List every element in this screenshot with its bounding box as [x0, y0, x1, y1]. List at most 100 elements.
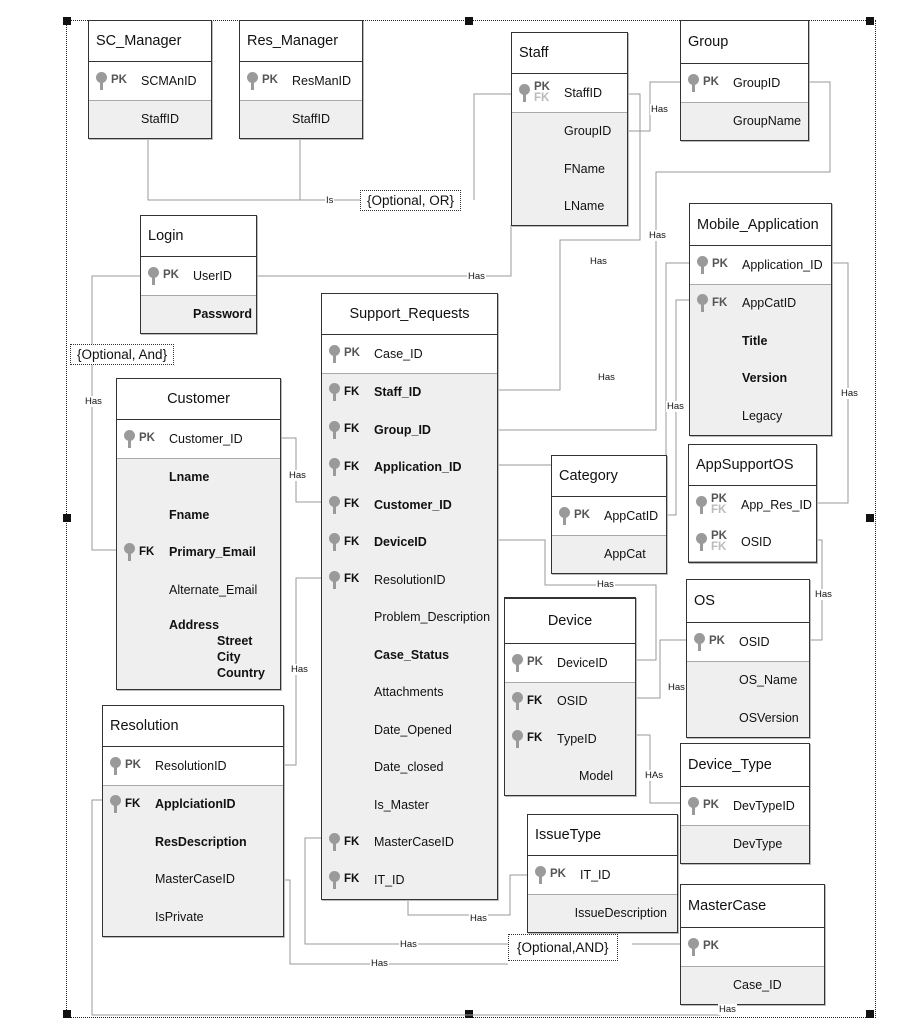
table-title: AppSupportOS — [689, 445, 816, 486]
field-resolutionid: ResolutionID — [155, 758, 227, 773]
key-icon — [95, 71, 109, 90]
resize-handle-sw[interactable] — [63, 1010, 71, 1018]
field-lname: LName — [564, 199, 605, 214]
field-street: Street — [217, 633, 253, 648]
rel-label-has: Has — [370, 958, 389, 969]
table-title: Device_Type — [681, 744, 809, 787]
resize-handle-w[interactable] — [63, 514, 71, 522]
key-icon — [109, 795, 123, 814]
table-title: Login — [141, 216, 256, 257]
resize-handle-e[interactable] — [866, 514, 874, 522]
field-deviceid: DeviceID — [557, 655, 608, 670]
table-title: Customer — [117, 379, 280, 420]
field-version: Version — [742, 371, 788, 386]
field-osid: OSID — [557, 694, 588, 709]
rel-label-has: Has — [650, 104, 669, 115]
key-icon — [558, 506, 572, 525]
field-staffid: StaffID — [564, 85, 602, 100]
rel-label-has: Has — [648, 230, 667, 241]
field-staffid: StaffID — [141, 112, 179, 127]
resize-handle-ne[interactable] — [866, 17, 874, 25]
field-application-id: Application_ID — [374, 460, 462, 475]
key-icon — [687, 796, 701, 815]
field-legacy: Legacy — [742, 408, 783, 423]
field-mastercaseid: MasterCaseID — [155, 872, 235, 887]
field-it-id: IT_ID — [374, 872, 405, 887]
rel-label-has: Has — [596, 579, 615, 590]
field-address: Address — [169, 617, 220, 632]
key-icon — [511, 729, 525, 748]
key-icon — [695, 495, 709, 514]
field-resmanid: ResManID — [292, 73, 352, 88]
note-optional-or[interactable]: {Optional, OR} — [360, 190, 462, 211]
field-case-status: Case_Status — [374, 647, 450, 662]
field-isprivate: IsPrivate — [155, 909, 204, 924]
rel-label-has: Has — [667, 682, 686, 693]
rel-label-has: Has — [840, 388, 859, 399]
key-icon — [123, 429, 137, 448]
resize-handle-nw[interactable] — [63, 17, 71, 25]
rel-label-has: Has — [469, 913, 488, 924]
field-staff-id: Staff_ID — [374, 385, 422, 400]
field-lname: Lname — [169, 470, 210, 485]
field-application-id: Application_ID — [742, 257, 823, 272]
rel-label-has: Has — [718, 1004, 737, 1015]
key-icon — [534, 865, 548, 884]
field-applciationid: ApplciationID — [155, 797, 236, 812]
field-title: Title — [742, 333, 768, 348]
field-city: City — [217, 649, 241, 664]
field-groupname: GroupName — [733, 114, 802, 129]
field-primary-email: Primary_Email — [169, 545, 256, 560]
key-icon — [511, 692, 525, 711]
field-osversion: OSVersion — [739, 710, 799, 725]
key-icon — [687, 937, 701, 956]
table-title: Support_Requests — [322, 294, 497, 335]
field-is-master: Is_Master — [374, 797, 429, 812]
table-mastercase[interactable]: MasterCase PK Case_ID — [680, 884, 825, 1005]
note-optional-and-2[interactable]: {Optional,AND} — [508, 934, 618, 961]
field-appcatid: AppCatID — [742, 296, 797, 311]
key-icon — [328, 833, 342, 852]
table-title: Category — [552, 456, 666, 497]
field-devtype: DevType — [733, 837, 783, 852]
field-problem-description: Problem_Description — [374, 610, 491, 625]
table-title: OS — [687, 580, 809, 623]
field-alternate-email: Alternate_Email — [169, 582, 258, 597]
field-fname: FName — [564, 161, 605, 176]
key-icon — [328, 344, 342, 363]
field-resolutionid: ResolutionID — [374, 572, 446, 587]
field-scmanid: SCMAnID — [141, 73, 197, 88]
key-icon — [511, 653, 525, 672]
field-attachments: Attachments — [374, 685, 444, 700]
field-osid: OSID — [739, 634, 770, 649]
table-title: MasterCase — [681, 885, 824, 928]
resize-handle-se[interactable] — [866, 1010, 874, 1018]
field-userid: UserID — [193, 268, 232, 283]
field-case-id: Case_ID — [733, 978, 782, 993]
field-devtypeid: DevTypeID — [733, 798, 795, 813]
resize-handle-n[interactable] — [465, 17, 473, 25]
field-osid: OSID — [741, 535, 772, 550]
key-icon — [328, 420, 342, 439]
field-mastercaseid: MasterCaseID — [374, 835, 454, 850]
resize-handle-s[interactable] — [465, 1010, 473, 1018]
table-title: SC_Manager — [89, 21, 211, 62]
key-icon — [518, 83, 532, 102]
note-optional-and[interactable]: {Optional, And} — [70, 344, 175, 365]
